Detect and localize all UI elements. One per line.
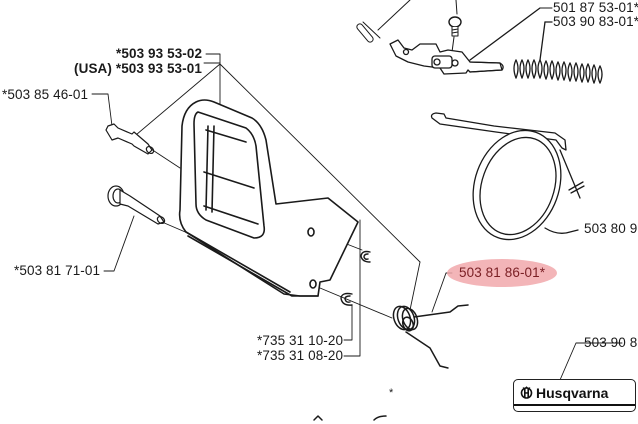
husqvarna-logo-text: Husqvarna — [536, 385, 609, 401]
bottom-asterisk: * — [389, 387, 394, 399]
part-label-503-80-9[interactable]: 503 80 9 — [584, 221, 638, 236]
bolt-part-1 — [105, 123, 155, 155]
part-label-503-93-53-01-usa[interactable]: (USA) *503 93 53-01 — [74, 61, 202, 76]
part-label-503-90-8[interactable]: 503 90 8 — [584, 335, 638, 350]
cover-part — [178, 99, 359, 297]
bottom-partial-part — [313, 415, 387, 421]
compression-spring-part — [513, 21, 603, 84]
part-label-735-31-10-20[interactable]: *735 31 10-20 — [257, 333, 344, 348]
circlip-part-2 — [340, 292, 353, 306]
part-label-503-81-71-01[interactable]: *503 81 71-01 — [14, 263, 101, 278]
decal-underline — [514, 404, 635, 406]
brake-lever-part — [389, 7, 541, 75]
pin-part — [356, 0, 411, 43]
circlip-part-1 — [360, 250, 371, 263]
screw-part — [448, 0, 462, 53]
torsion-spring-part — [392, 304, 469, 369]
part-label-503-90-83-01[interactable]: 503 90 83-01* — [553, 14, 638, 29]
highlight-ellipse — [447, 259, 557, 287]
part-label-503-81-86-01[interactable]: 503 81 86-01* — [459, 265, 546, 280]
part-label-735-31-08-20[interactable]: *735 31 08-20 — [257, 348, 344, 363]
part-label-501-87-53-01[interactable]: 501 87 53-01* — [553, 0, 638, 15]
brake-band-part — [430, 112, 585, 241]
bolt-part-2 — [107, 185, 166, 225]
part-label-503-93-53-02[interactable]: *503 93 53-02 — [116, 46, 203, 61]
part-label-503-85-46-01[interactable]: *503 85 46-01 — [2, 87, 89, 102]
husqvarna-crown-icon — [520, 386, 533, 399]
husqvarna-decal: Husqvarna — [513, 379, 636, 412]
